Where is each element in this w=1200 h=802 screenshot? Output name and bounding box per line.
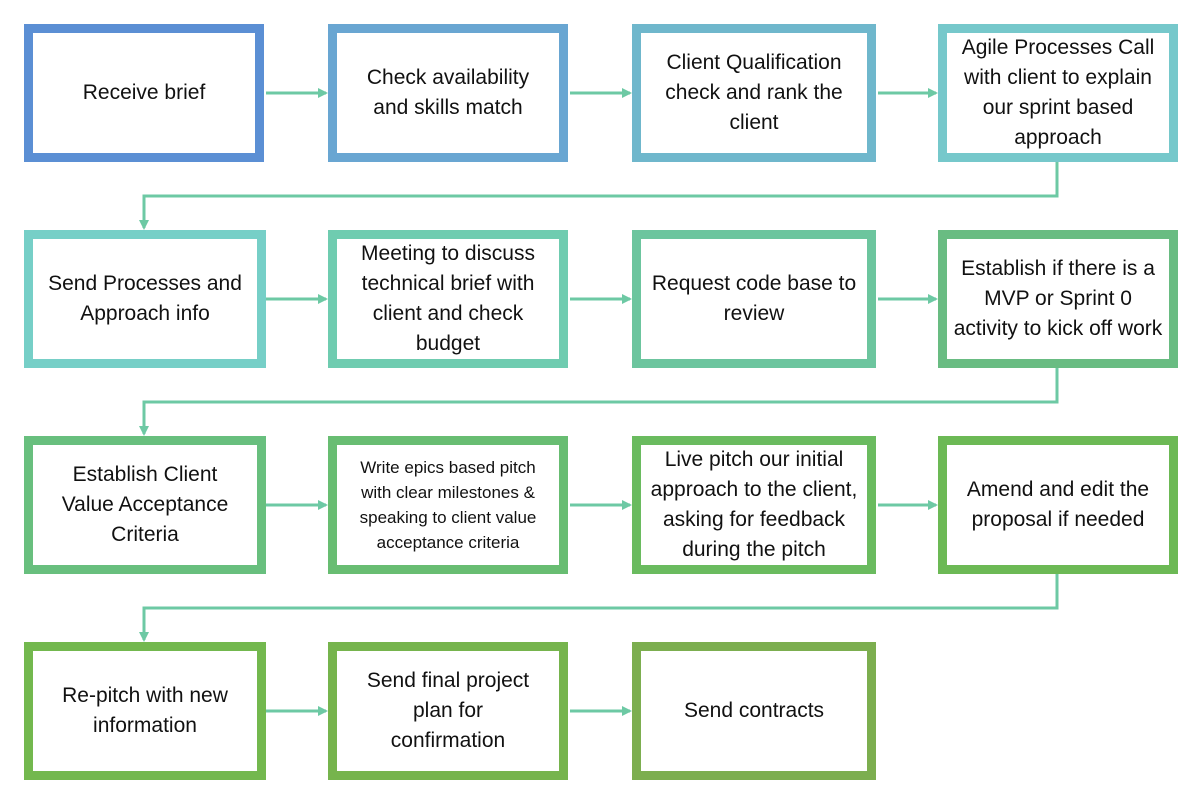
step-write-epics: Write epics based pitch with clear miles… bbox=[328, 436, 568, 574]
step-label: Send contracts bbox=[683, 699, 825, 722]
step-label: Client Qualification check and rank the … bbox=[665, 51, 843, 134]
step-re-pitch: Re-pitch with new information bbox=[24, 642, 266, 780]
step-label: Send Processes and Approach info bbox=[48, 272, 242, 325]
step-meeting-technical-brief: Meeting to discuss technical brief with … bbox=[328, 230, 568, 368]
step-establish-mvp: Establish if there is a MVP or Sprint 0 … bbox=[938, 230, 1178, 368]
step-establish-criteria: Establish Client Value Acceptance Criter… bbox=[24, 436, 266, 574]
step-live-pitch: Live pitch our initial approach to the c… bbox=[632, 436, 876, 574]
step-agile-processes-call: Agile Processes Call with client to expl… bbox=[938, 24, 1178, 162]
step-client-qualification: Client Qualification check and rank the … bbox=[632, 24, 876, 162]
arrow-wrap-1 bbox=[139, 162, 1059, 230]
step-label: Meeting to discuss technical brief with … bbox=[361, 242, 535, 355]
arrow-wrap-2 bbox=[139, 368, 1059, 436]
step-label: Write epics based pitch with clear miles… bbox=[359, 458, 537, 552]
step-label: Live pitch our initial approach to the c… bbox=[650, 448, 858, 561]
step-label: Establish Client Value Acceptance Criter… bbox=[61, 463, 229, 546]
step-request-code-base: Request code base to review bbox=[632, 230, 876, 368]
step-check-availability: Check availability and skills match bbox=[328, 24, 568, 162]
step-label: Agile Processes Call with client to expl… bbox=[961, 36, 1155, 149]
step-send-contracts: Send contracts bbox=[632, 642, 876, 780]
step-label: Check availability and skills match bbox=[366, 66, 530, 119]
step-label: Send final project plan for confirmation bbox=[366, 669, 530, 752]
step-label: Request code base to review bbox=[651, 272, 857, 325]
step-label: Establish if there is a MVP or Sprint 0 … bbox=[953, 257, 1163, 340]
step-send-final-plan: Send final project plan for confirmation bbox=[328, 642, 568, 780]
step-label: Re-pitch with new information bbox=[62, 684, 228, 737]
step-send-processes: Send Processes and Approach info bbox=[24, 230, 266, 368]
step-label: Amend and edit the proposal if needed bbox=[966, 478, 1150, 531]
step-amend-proposal: Amend and edit the proposal if needed bbox=[938, 436, 1178, 574]
arrow-wrap-3 bbox=[139, 574, 1059, 642]
step-receive-brief: Receive brief bbox=[24, 24, 264, 162]
step-label: Receive brief bbox=[82, 81, 206, 104]
